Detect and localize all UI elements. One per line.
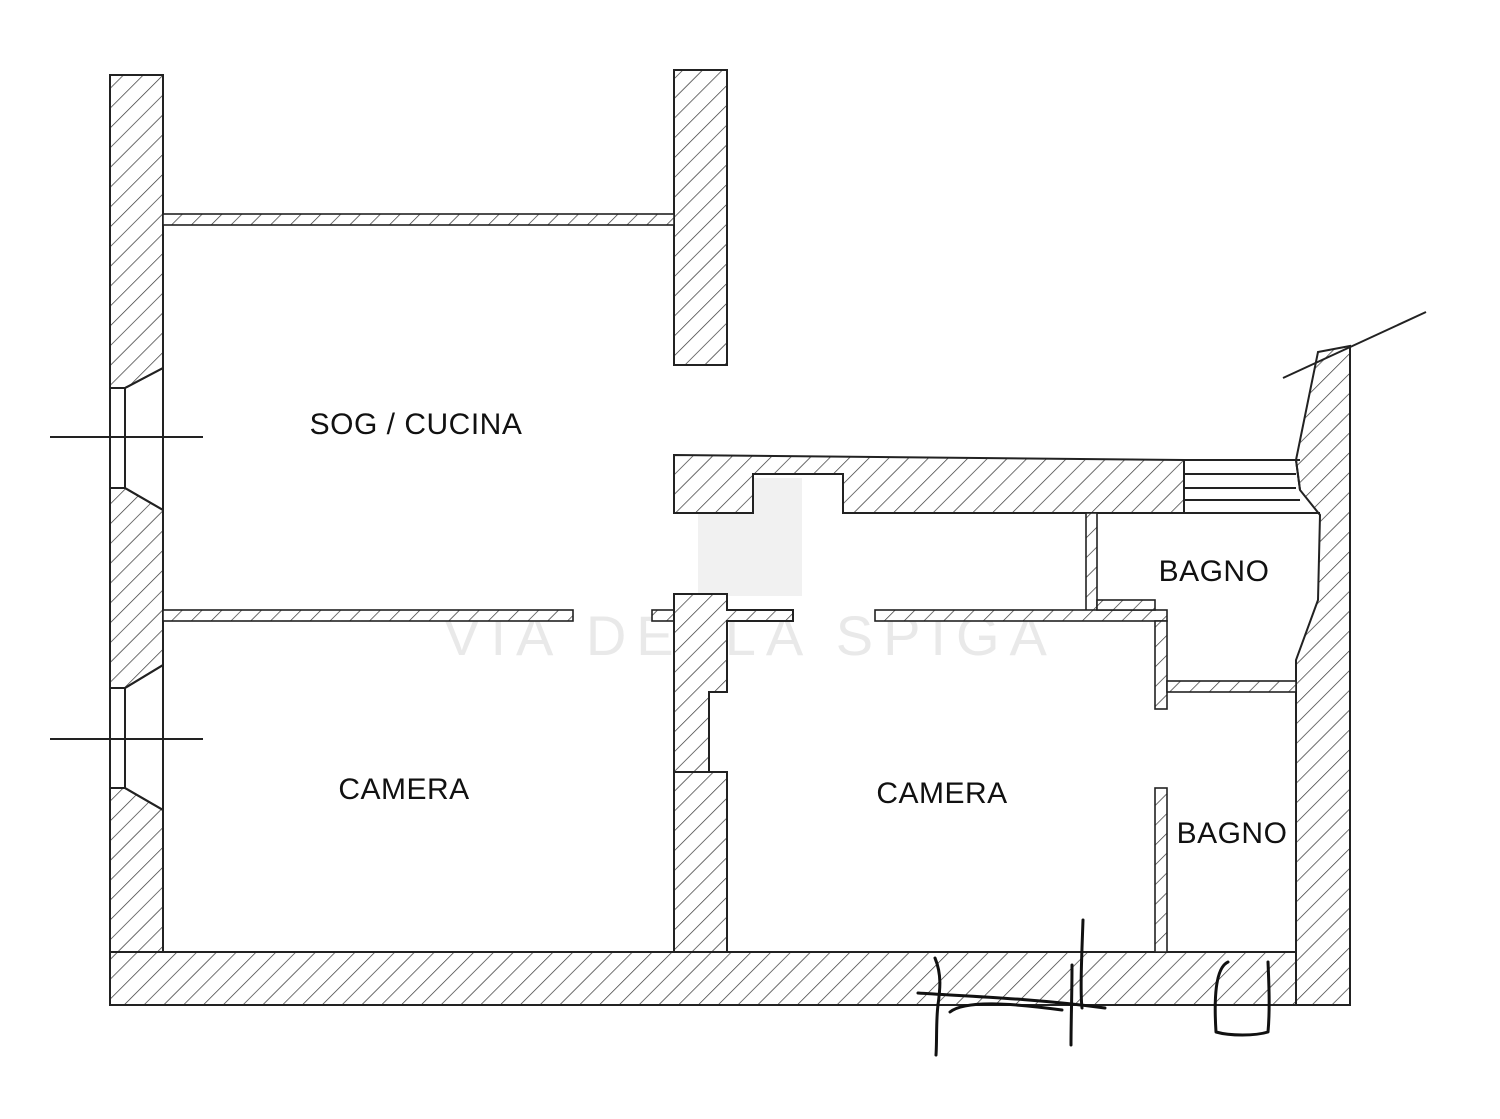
bedroom-2-top-wall [874,609,1168,622]
left-wall-upper [109,74,164,389]
room-label-bathroom-1: BAGNO [1159,555,1270,588]
hand-sketch-marks [916,918,1271,1057]
bottom-wall [109,951,1351,1006]
bathroom-2-left-wall [1154,787,1168,953]
entrance-steps [1184,459,1320,514]
room-label-bedroom-1: CAMERA [338,773,469,806]
central-pillar [673,593,794,773]
corridor-top-wall [673,453,1185,514]
window-left-upper [50,366,203,512]
room-label-living-kitchen: SOG / CUCINA [310,408,523,441]
room-label-bedroom-2: CAMERA [876,777,1007,810]
right-wall [1294,344,1351,1006]
central-wall-lower [673,771,728,953]
window-left-lower [50,663,203,812]
bathroom-2-upper-wall [1154,620,1168,710]
bathroom-1-bottom-wall [1096,599,1156,611]
bathroom-1-left-wall [1085,512,1098,612]
bedroom-1-top-wall [162,609,574,622]
kitchen-top-wall [162,213,675,226]
left-wall-middle [109,487,164,689]
interior-walls [162,453,1320,953]
top-pillar [673,69,728,366]
roof-line [1282,311,1427,379]
bathroom-divider-wall [1166,680,1297,693]
room-labels: SOG / CUCINA CAMERA CAMERA BAGNO BAGNO [310,408,1288,850]
room-label-bathroom-2: BAGNO [1177,817,1288,850]
wall-stub-center [651,609,675,622]
